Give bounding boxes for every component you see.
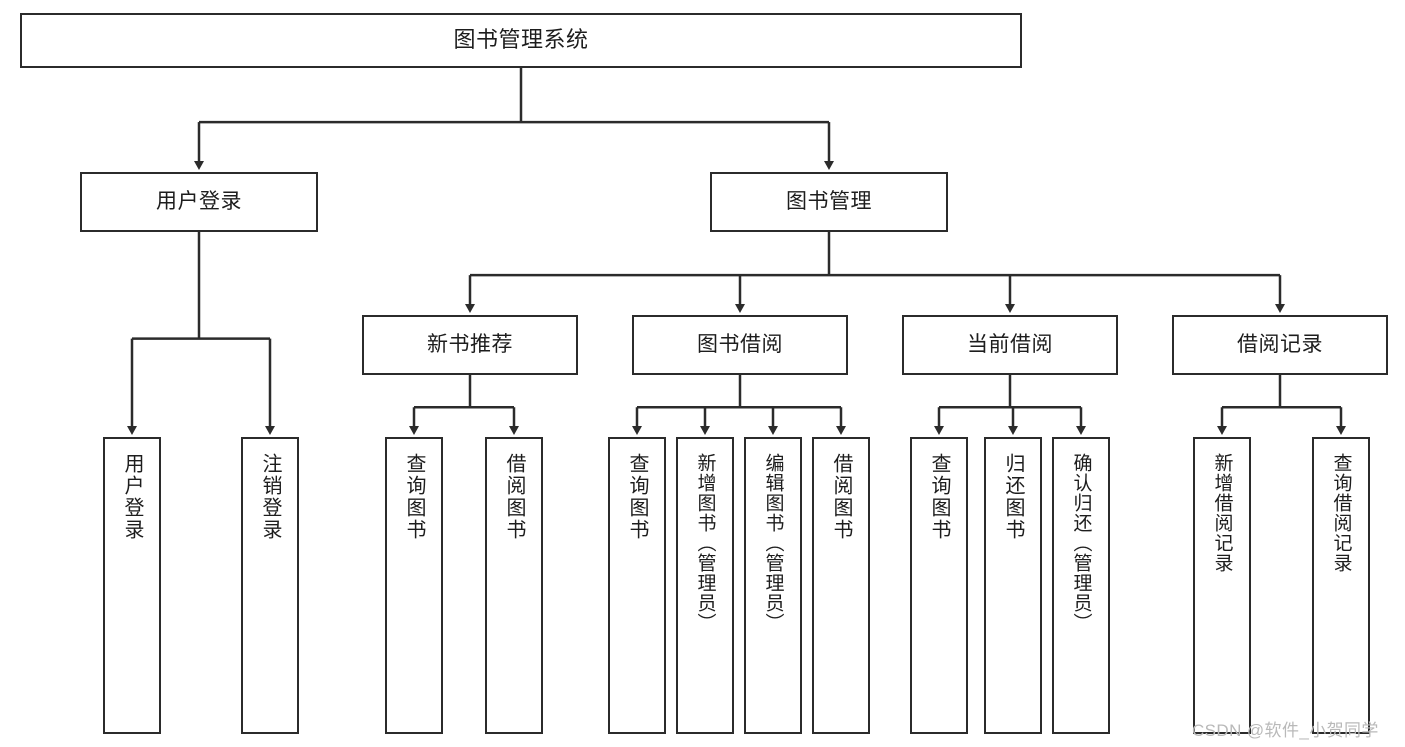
- node-user-login[interactable]: 用户登录: [80, 172, 318, 232]
- node-leaf-logout[interactable]: 注销登录: [241, 437, 299, 734]
- node-label: 当前借阅: [967, 333, 1053, 357]
- node-leaf-user-login[interactable]: 用户登录: [103, 437, 161, 734]
- node-label: 查询图书: [928, 453, 950, 541]
- node-label: 新书推荐: [427, 333, 513, 357]
- node-label: 借阅图书: [830, 453, 852, 541]
- node-leaf-return-book[interactable]: 归还图书: [984, 437, 1042, 734]
- node-label: 查询借阅记录: [1330, 453, 1352, 573]
- node-leaf-query-book-1[interactable]: 查询图书: [385, 437, 443, 734]
- node-label: 借阅图书: [503, 453, 525, 541]
- node-book-borrow[interactable]: 图书借阅: [632, 315, 848, 375]
- node-current-borrow[interactable]: 当前借阅: [902, 315, 1118, 375]
- node-label: 编辑图书（管理员）: [762, 453, 784, 633]
- node-label: 查询图书: [626, 453, 648, 541]
- node-label: 新增借阅记录: [1211, 453, 1233, 573]
- node-leaf-add-record[interactable]: 新增借阅记录: [1193, 437, 1251, 734]
- node-label: 新增图书（管理员）: [694, 453, 716, 633]
- watermark-text: CSDN @软件_小贺同学: [1192, 721, 1379, 740]
- node-leaf-query-record[interactable]: 查询借阅记录: [1312, 437, 1370, 734]
- node-root[interactable]: 图书管理系统: [20, 13, 1022, 68]
- node-label: 查询图书: [403, 453, 425, 541]
- node-label: 注销登录: [259, 453, 281, 541]
- node-leaf-borrow-book-1[interactable]: 借阅图书: [485, 437, 543, 734]
- node-label: 图书借阅: [697, 333, 783, 357]
- node-label: 用户登录: [121, 453, 143, 541]
- node-label: 图书管理系统: [453, 27, 589, 53]
- node-leaf-query-book-3[interactable]: 查询图书: [910, 437, 968, 734]
- node-label: 确认归还（管理员）: [1070, 453, 1092, 633]
- node-leaf-query-book-2[interactable]: 查询图书: [608, 437, 666, 734]
- node-leaf-borrow-book-2[interactable]: 借阅图书: [812, 437, 870, 734]
- node-borrow-record[interactable]: 借阅记录: [1172, 315, 1388, 375]
- node-leaf-edit-book[interactable]: 编辑图书（管理员）: [744, 437, 802, 734]
- node-leaf-confirm-return[interactable]: 确认归还（管理员）: [1052, 437, 1110, 734]
- node-book-manage[interactable]: 图书管理: [710, 172, 948, 232]
- node-new-book-rec[interactable]: 新书推荐: [362, 315, 578, 375]
- node-label: 借阅记录: [1237, 333, 1323, 357]
- node-label: 用户登录: [156, 190, 242, 214]
- node-label: 图书管理: [786, 190, 872, 214]
- node-label: 归还图书: [1002, 453, 1024, 541]
- node-leaf-add-book[interactable]: 新增图书（管理员）: [676, 437, 734, 734]
